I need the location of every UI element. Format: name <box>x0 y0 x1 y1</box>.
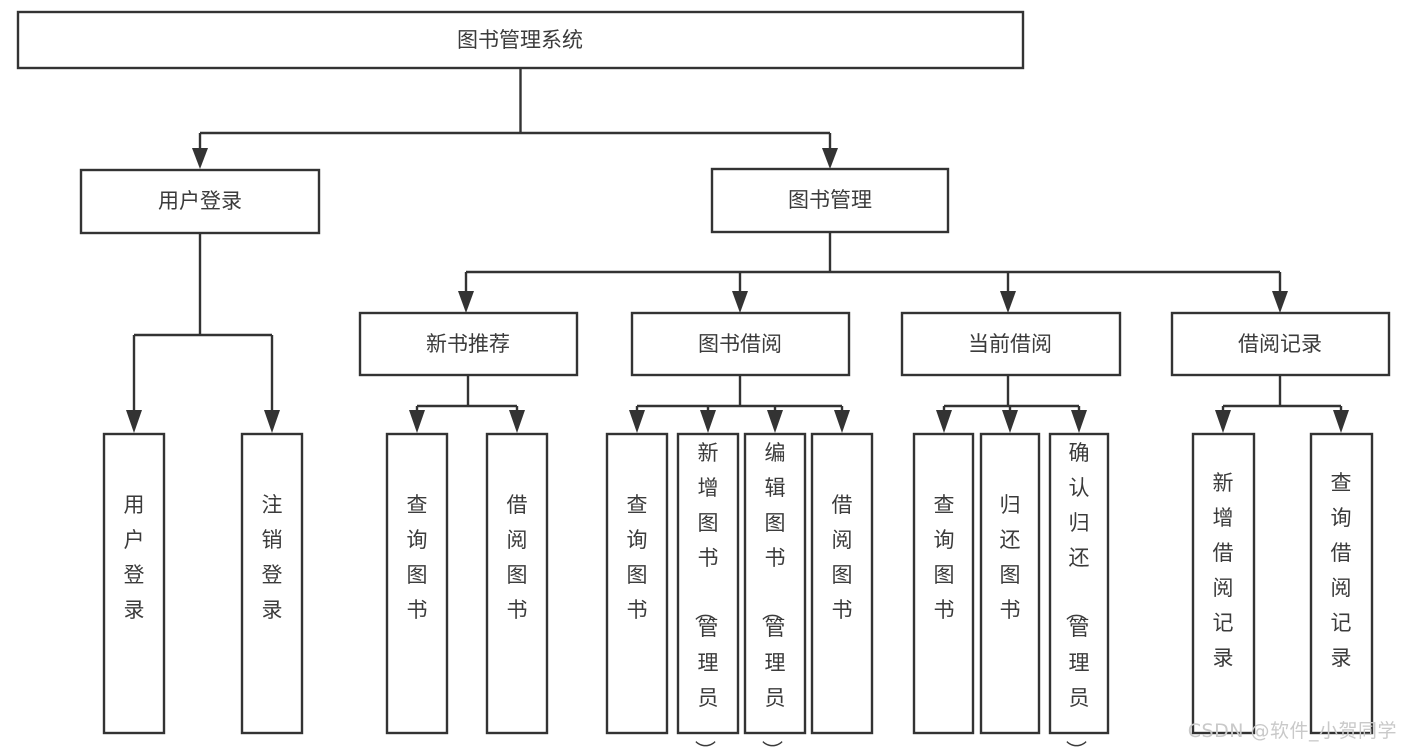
arrow-head-record-to-query <box>1333 410 1349 433</box>
arrow-head-borrow-to-query <box>629 410 645 433</box>
node-leaf-borrow-book-1-box[interactable] <box>485 432 549 735</box>
arrow-head-book-to-record <box>1272 291 1288 313</box>
arrow-head-borrow-to-add <box>700 410 716 433</box>
node-root[interactable]: 图书管理系统 <box>16 10 1025 70</box>
node-user-login[interactable]: 用户登录 <box>79 168 321 235</box>
node-leaf-borrow-book-2-box[interactable] <box>810 432 874 735</box>
arrow-head-book-to-current <box>1000 291 1016 313</box>
node-leaf-return-book[interactable]: 归还图书 <box>979 432 1041 735</box>
node-new-book-recommend-box[interactable] <box>358 311 579 377</box>
node-user-login-box[interactable] <box>79 168 321 235</box>
node-leaf-query-borrow-record-label: 查询借阅记录 <box>1331 471 1352 670</box>
node-leaf-confirm-return-admin-label: 确认归还（管理员） <box>1064 441 1090 747</box>
node-leaf-edit-book-admin[interactable]: 编辑图书（管理员） <box>743 432 807 747</box>
arrow-head-new-to-borrow <box>509 410 525 433</box>
node-book-management-label: 图书管理 <box>788 188 872 212</box>
node-book-management-box[interactable] <box>710 167 950 234</box>
node-book-borrow-label: 图书借阅 <box>698 332 782 356</box>
node-leaf-query-book-2-label: 查询图书 <box>627 493 648 622</box>
node-leaf-add-book-admin-box[interactable] <box>676 432 740 735</box>
arrow-head-user-to-logout <box>264 410 280 433</box>
node-leaf-confirm-return-admin[interactable]: 确认归还（管理员） <box>1048 432 1110 747</box>
node-current-borrow-box[interactable] <box>900 311 1122 377</box>
arrow-head-borrow-to-borrowbook <box>834 410 850 433</box>
node-root-box[interactable] <box>16 10 1025 70</box>
arrow-head-current-to-query <box>936 410 952 433</box>
csdn-watermark: CSDN @软件_小贺同学 <box>1187 720 1397 742</box>
arrow-head-book-to-borrow <box>732 291 748 313</box>
node-leaf-add-book-admin[interactable]: 新增图书（管理员） <box>676 432 740 747</box>
node-leaf-logout-label: 注销登录 <box>262 493 283 622</box>
node-leaf-return-book-label: 归还图书 <box>1000 493 1021 622</box>
node-leaf-logout[interactable]: 注销登录 <box>240 432 304 735</box>
arrow-head-current-to-confirm <box>1071 410 1087 433</box>
node-new-book-recommend[interactable]: 新书推荐 <box>358 311 579 377</box>
node-leaf-user-login-label: 用户登录 <box>124 493 145 622</box>
node-leaf-user-login-box[interactable] <box>102 432 166 735</box>
node-leaf-add-borrow-record[interactable]: 新增借阅记录 <box>1191 432 1256 735</box>
arrow-head-record-to-add <box>1215 410 1231 433</box>
node-new-book-recommend-label: 新书推荐 <box>426 332 510 356</box>
arrow-head-new-to-query <box>409 410 425 433</box>
node-root-label: 图书管理系统 <box>457 28 583 52</box>
node-leaf-query-book-2[interactable]: 查询图书 <box>605 432 669 735</box>
node-leaf-borrow-book-2-label: 借阅图书 <box>832 493 853 622</box>
connector-layer <box>126 68 1349 433</box>
node-leaf-query-book-1-box[interactable] <box>385 432 449 735</box>
node-leaf-query-book-1-label: 查询图书 <box>407 493 428 622</box>
node-leaf-borrow-book-1[interactable]: 借阅图书 <box>485 432 549 735</box>
node-book-management[interactable]: 图书管理 <box>710 167 950 234</box>
node-borrow-record-label: 借阅记录 <box>1238 332 1322 356</box>
arrow-head-book-to-new <box>458 291 474 313</box>
node-leaf-add-book-admin-label: 新增图书（管理员） <box>693 441 719 747</box>
node-borrow-record-box[interactable] <box>1170 311 1391 377</box>
node-leaf-query-book-3-label: 查询图书 <box>934 493 955 622</box>
arrow-head-current-to-return <box>1002 410 1018 433</box>
node-book-borrow-box[interactable] <box>630 311 851 377</box>
node-leaf-logout-box[interactable] <box>240 432 304 735</box>
node-leaf-query-book-3[interactable]: 查询图书 <box>912 432 975 735</box>
node-leaf-edit-book-admin-box[interactable] <box>743 432 807 735</box>
node-leaf-borrow-book-1-label: 借阅图书 <box>507 493 528 622</box>
node-book-borrow[interactable]: 图书借阅 <box>630 311 851 377</box>
node-leaf-edit-book-admin-label: 编辑图书（管理员） <box>760 441 786 747</box>
arrow-head-user-to-login <box>126 410 142 433</box>
node-leaf-add-borrow-record-box[interactable] <box>1191 432 1256 735</box>
node-current-borrow-label: 当前借阅 <box>968 332 1052 356</box>
arrow-head-borrow-to-edit <box>767 410 783 433</box>
node-leaf-add-borrow-record-label: 新增借阅记录 <box>1213 471 1234 670</box>
node-current-borrow[interactable]: 当前借阅 <box>900 311 1122 377</box>
node-leaf-user-login[interactable]: 用户登录 <box>102 432 166 735</box>
node-user-login-label: 用户登录 <box>158 189 242 213</box>
node-leaf-confirm-return-admin-box[interactable] <box>1048 432 1110 735</box>
node-borrow-record[interactable]: 借阅记录 <box>1170 311 1391 377</box>
node-leaf-query-book-3-box[interactable] <box>912 432 975 735</box>
arrow-head-root-to-book <box>822 148 838 169</box>
node-leaf-query-book-2-box[interactable] <box>605 432 669 735</box>
node-leaf-query-borrow-record-box[interactable] <box>1309 432 1374 735</box>
node-leaf-query-borrow-record[interactable]: 查询借阅记录 <box>1309 432 1374 735</box>
node-leaf-return-book-box[interactable] <box>979 432 1041 735</box>
node-leaf-query-book-1[interactable]: 查询图书 <box>385 432 449 735</box>
arrow-head-root-to-user <box>192 148 208 169</box>
node-leaf-borrow-book-2[interactable]: 借阅图书 <box>810 432 874 735</box>
